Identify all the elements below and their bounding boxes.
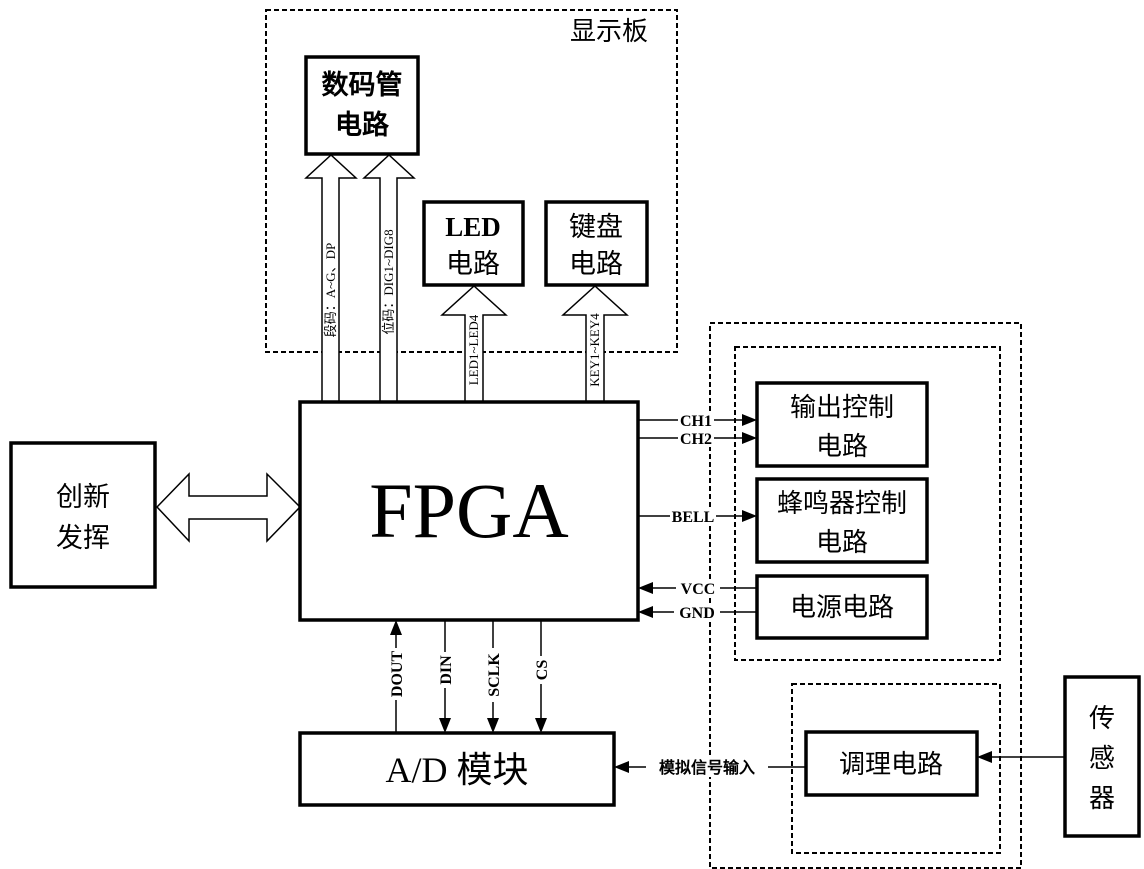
innovation-line1: 创新 <box>56 482 110 513</box>
keyboard-line1: 键盘 <box>569 212 623 243</box>
buzzer-control-line2: 电路 <box>816 528 868 558</box>
segment-bus-arrow <box>304 153 358 403</box>
ch1-arrowhead <box>742 414 757 426</box>
seven-segment-line1: 数码管 <box>322 70 403 101</box>
gnd-label: GND <box>679 605 715 622</box>
output-control-line1: 输出控制 <box>790 393 894 423</box>
led-bus-label: LED1~LED4 <box>466 314 481 385</box>
conditioning-group <box>791 683 1001 854</box>
control-board-group <box>709 322 1022 869</box>
digit-bus-label: 位码：DIG1~DIG8 <box>381 229 396 334</box>
analog-input-arrowhead <box>614 761 629 773</box>
ch2-arrowhead <box>742 432 757 444</box>
fpga-block: FPGA <box>298 400 640 622</box>
din-label: DIN <box>438 655 455 685</box>
seven-segment-block: 数码管 电路 <box>304 55 420 156</box>
dout-label: DOUT <box>389 651 406 698</box>
conditioning-label: 调理电路 <box>839 750 943 780</box>
seven-segment-line2: 电路 <box>335 109 390 141</box>
bell-label: BELL <box>672 509 715 526</box>
led-line2: 电路 <box>446 249 500 280</box>
output-control-line2: 电路 <box>816 432 868 462</box>
key-bus-arrow <box>561 284 629 403</box>
sensor-line2: 感 <box>1089 744 1115 774</box>
din-arrowhead <box>439 718 451 733</box>
dout-arrowhead <box>390 620 402 635</box>
ch1-label: CH1 <box>680 413 712 430</box>
sensor-line3: 器 <box>1089 784 1115 814</box>
buzzer-control-block: 蜂鸣器控制 电路 <box>755 477 929 564</box>
vcc-label: VCC <box>681 581 716 598</box>
ad-module-label: A/D 模块 <box>386 750 529 790</box>
innovation-line2: 发挥 <box>56 523 110 554</box>
sensor-block: 传 感 器 <box>1063 675 1141 838</box>
segment-bus-label: 段码：A~G、DP <box>323 243 338 337</box>
cs-arrowhead <box>535 718 547 733</box>
sensor-arrowhead <box>977 751 992 763</box>
led-block: LED 电路 <box>422 200 525 287</box>
output-control-block: 输出控制 电路 <box>755 381 929 468</box>
display-board-label: 显示板 <box>570 17 648 46</box>
key-bus-label: KEY1~KEY4 <box>587 313 602 387</box>
digit-bus-arrow <box>362 153 416 403</box>
vcc-arrowhead <box>638 582 653 594</box>
ch2-label: CH2 <box>680 431 712 448</box>
buzzer-control-line1: 蜂鸣器控制 <box>777 489 907 519</box>
innovation-block: 创新 发挥 <box>9 441 157 589</box>
cs-label: CS <box>534 660 551 681</box>
keyboard-block: 键盘 电路 <box>544 200 649 287</box>
led-line1: LED <box>445 212 501 242</box>
analog-input-label: 模拟信号输入 <box>659 758 755 777</box>
gnd-arrowhead <box>638 606 653 618</box>
sensor-line1: 传 <box>1089 704 1115 734</box>
keyboard-line2: 电路 <box>569 249 623 280</box>
sclk-label: SCLK <box>486 653 503 697</box>
power-block: 电源电路 <box>755 574 929 640</box>
led-bus-arrow <box>440 284 508 403</box>
ad-module-block: A/D 模块 <box>298 731 616 807</box>
actuator-group <box>734 346 1001 661</box>
sclk-arrowhead <box>487 718 499 733</box>
bell-arrowhead <box>742 510 757 522</box>
fpga-label: FPGA <box>369 467 568 554</box>
bidirectional-bus-arrow <box>155 472 302 543</box>
power-label: 电源电路 <box>790 593 894 623</box>
conditioning-block: 调理电路 <box>804 730 979 797</box>
